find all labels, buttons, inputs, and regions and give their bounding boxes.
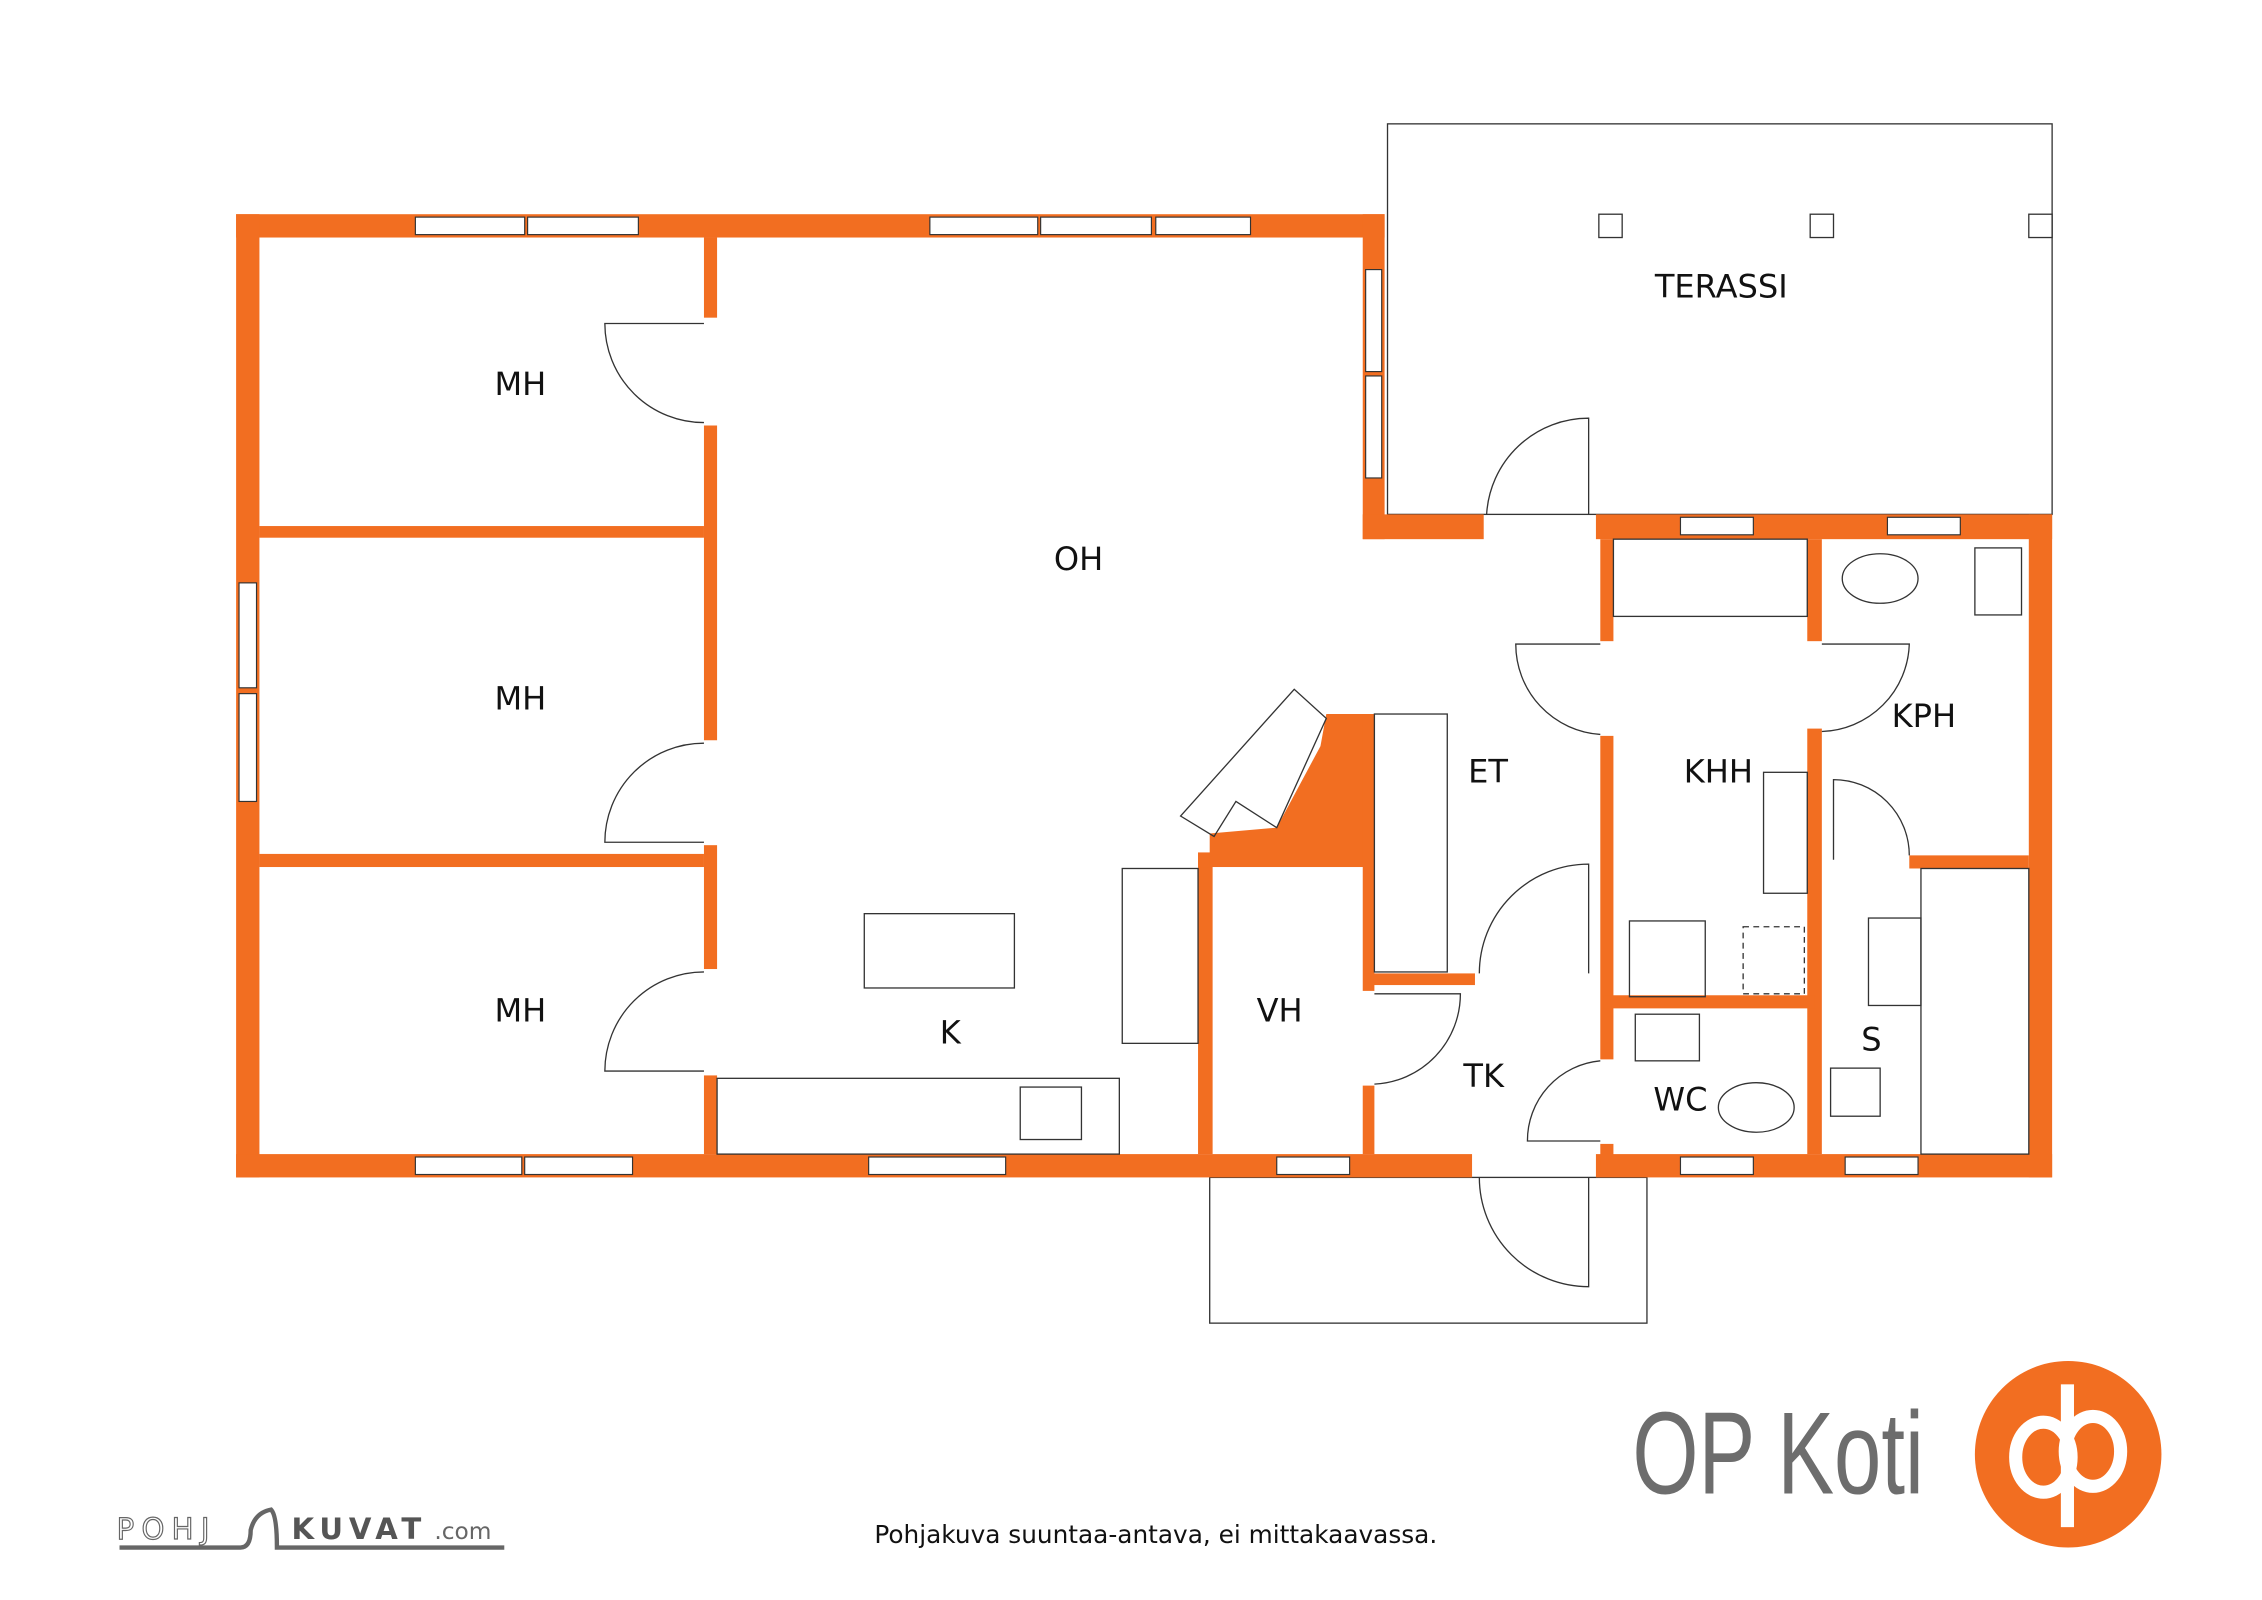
room-label-wc: WC <box>1653 1080 1707 1118</box>
entrance-step <box>1209 1176 1648 1324</box>
room-label-k: K <box>940 1013 962 1051</box>
terrace-post <box>2028 213 2053 239</box>
kitchen-island <box>863 913 1016 989</box>
room-label-terassi: TERASSI <box>1654 267 1788 305</box>
sink-icon <box>1974 547 2023 616</box>
room-label-mh: MH <box>494 680 546 718</box>
heater-icon <box>1829 1067 1881 1117</box>
furniture <box>716 538 2030 1155</box>
room-labels: MH MH MH OH K VH ET TK KHH KPH WC S TERA… <box>494 267 1956 1118</box>
doors <box>604 322 1910 1288</box>
sink-icon <box>1634 1013 1701 1062</box>
toilet-icon <box>1841 553 1919 604</box>
wardrobe <box>1373 713 1448 973</box>
sink-icon <box>1019 1086 1083 1141</box>
pohjakuvat-logo: POHJ KUVAT .com <box>116 1507 505 1550</box>
room-label-khh: KHH <box>1684 753 1753 791</box>
washer-icon <box>1628 920 1706 998</box>
terrace-post <box>1809 213 1835 239</box>
stairs <box>1920 867 2030 1155</box>
fireplace <box>1179 688 1328 838</box>
kitchen-counter <box>716 1077 1120 1155</box>
terrace-post <box>1598 213 1623 239</box>
windows <box>238 216 1961 1176</box>
room-label-vh: VH <box>1257 991 1303 1029</box>
dryer-icon <box>1742 926 1806 995</box>
room-label-s: S <box>1861 1021 1881 1059</box>
room-label-mh: MH <box>494 991 546 1029</box>
room-label-tk: TK <box>1462 1057 1505 1095</box>
disclaimer-caption: Pohjakuva suuntaa-antava, ei mittakaavas… <box>874 1520 1437 1549</box>
kitchen-counter-side <box>1121 867 1199 1045</box>
khh-bench <box>1762 771 1808 894</box>
pohjakuvat-right: KUVAT <box>291 1512 427 1546</box>
room-label-et: ET <box>1468 753 1508 791</box>
room-label-kph: KPH <box>1892 697 1956 735</box>
laundry-shelf <box>1612 538 1808 618</box>
pohjakuvat-left: POHJ <box>117 1512 217 1546</box>
room-label-oh: OH <box>1054 540 1103 578</box>
room-label-mh: MH <box>494 365 546 403</box>
op-logo-icon <box>1974 1361 2162 1548</box>
brand-text: OP Koti <box>1632 1388 1923 1519</box>
pohjakuvat-domain: .com <box>434 1518 491 1545</box>
toilet-icon <box>1717 1082 1795 1133</box>
terrace-outline <box>1386 123 2053 516</box>
stairs-small <box>1867 917 1922 1007</box>
